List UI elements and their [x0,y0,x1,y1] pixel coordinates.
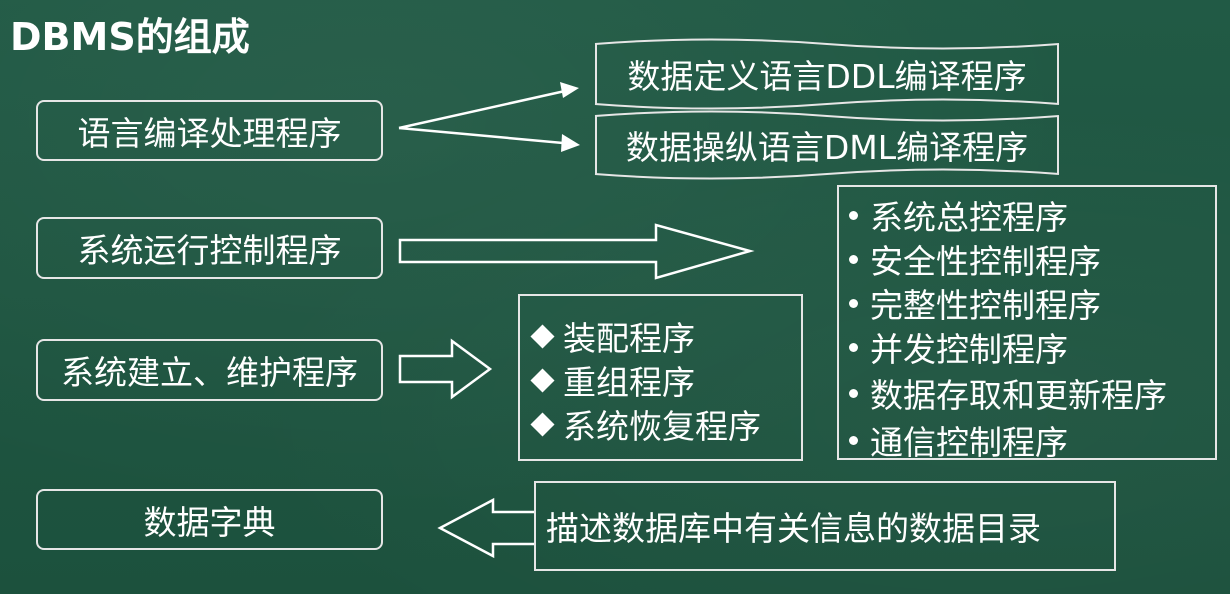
fork-arrowhead-lower [561,134,580,152]
runtime-control-box: 系统运行控制程序 [36,217,383,279]
scroll-top-edge [594,110,1060,122]
maintenance-item-label: 装配程序 [563,319,695,358]
runtime-control-label: 系统运行控制程序 [77,231,342,270]
bullet-icon [849,342,858,352]
maintenance-item: 重组程序 [520,358,801,402]
fork-arrowhead-upper [560,82,579,98]
bullet-icon [849,298,858,308]
runtime-control-item-label: 安全性控制程序 [870,242,1101,281]
runtime-control-item: 通信控制程序 [839,417,1215,463]
runtime-control-item: 系统总控程序 [839,193,1215,237]
maintenance-box: 系统建立、维护程序 [36,339,383,401]
data-dictionary-box: 数据字典 [36,489,383,550]
maintenance-item: 系统恢复程序 [520,402,801,446]
runtime-control-item: 数据存取和更新程序 [839,369,1215,417]
runtime-control-item-label: 数据存取和更新程序 [870,376,1167,415]
runtime-control-list-box: 系统总控程序安全性控制程序完整性控制程序并发控制程序数据存取和更新程序通信控制程… [837,185,1217,463]
maintenance-item-label: 重组程序 [563,363,695,402]
runtime-control-list: 系统总控程序安全性控制程序完整性控制程序并发控制程序数据存取和更新程序通信控制程… [839,193,1215,463]
dictionary-block-arrow [437,497,534,559]
runtime-control-item: 并发控制程序 [839,325,1215,369]
maintenance-list-box: 装配程序重组程序系统恢复程序 [518,294,803,461]
dictionary-description-text: 描述数据库中有关信息的数据目录 [546,509,1041,548]
runtime-control-item-label: 通信控制程序 [870,423,1068,462]
ddl-compiler-scroll: 数据定义语言DDL编译程序 [594,38,1060,110]
runtime-control-item-label: 系统总控程序 [870,198,1068,237]
dml-compiler-label: 数据操纵语言DML编译程序 [625,128,1029,167]
bullet-icon [849,435,858,445]
slide-title: DBMS的组成 [10,15,250,59]
fork-arrow-lower [398,126,575,146]
maintenance-label: 系统建立、维护程序 [61,353,358,392]
runtime-control-item-label: 并发控制程序 [870,330,1068,369]
maintenance-block-arrow [398,338,493,400]
bullet-icon [849,210,858,220]
runtime-control-item: 完整性控制程序 [839,281,1215,325]
language-compiler-box: 语言编译处理程序 [36,100,383,161]
maintenance-item: 装配程序 [520,314,801,358]
maintenance-item-label: 系统恢复程序 [563,407,761,446]
dictionary-description-box: 描述数据库中有关信息的数据目录 [534,481,1116,571]
scroll-bottom-edge [594,98,1060,110]
language-compiler-label: 语言编译处理程序 [77,113,342,153]
scroll-bottom-edge [594,168,1060,180]
dml-compiler-scroll: 数据操纵语言DML编译程序 [594,110,1060,180]
data-dictionary-label: 数据字典 [143,502,276,542]
bullet-icon [849,388,858,398]
scroll-top-edge [594,38,1060,50]
runtime-control-item-label: 完整性控制程序 [870,286,1101,325]
maintenance-list: 装配程序重组程序系统恢复程序 [520,314,801,446]
ddl-compiler-label: 数据定义语言DDL编译程序 [627,57,1027,96]
runtime-control-item: 安全性控制程序 [839,237,1215,281]
bullet-icon [849,254,858,264]
runtime-block-arrow [398,223,755,280]
fork-arrow-upper [398,87,575,130]
